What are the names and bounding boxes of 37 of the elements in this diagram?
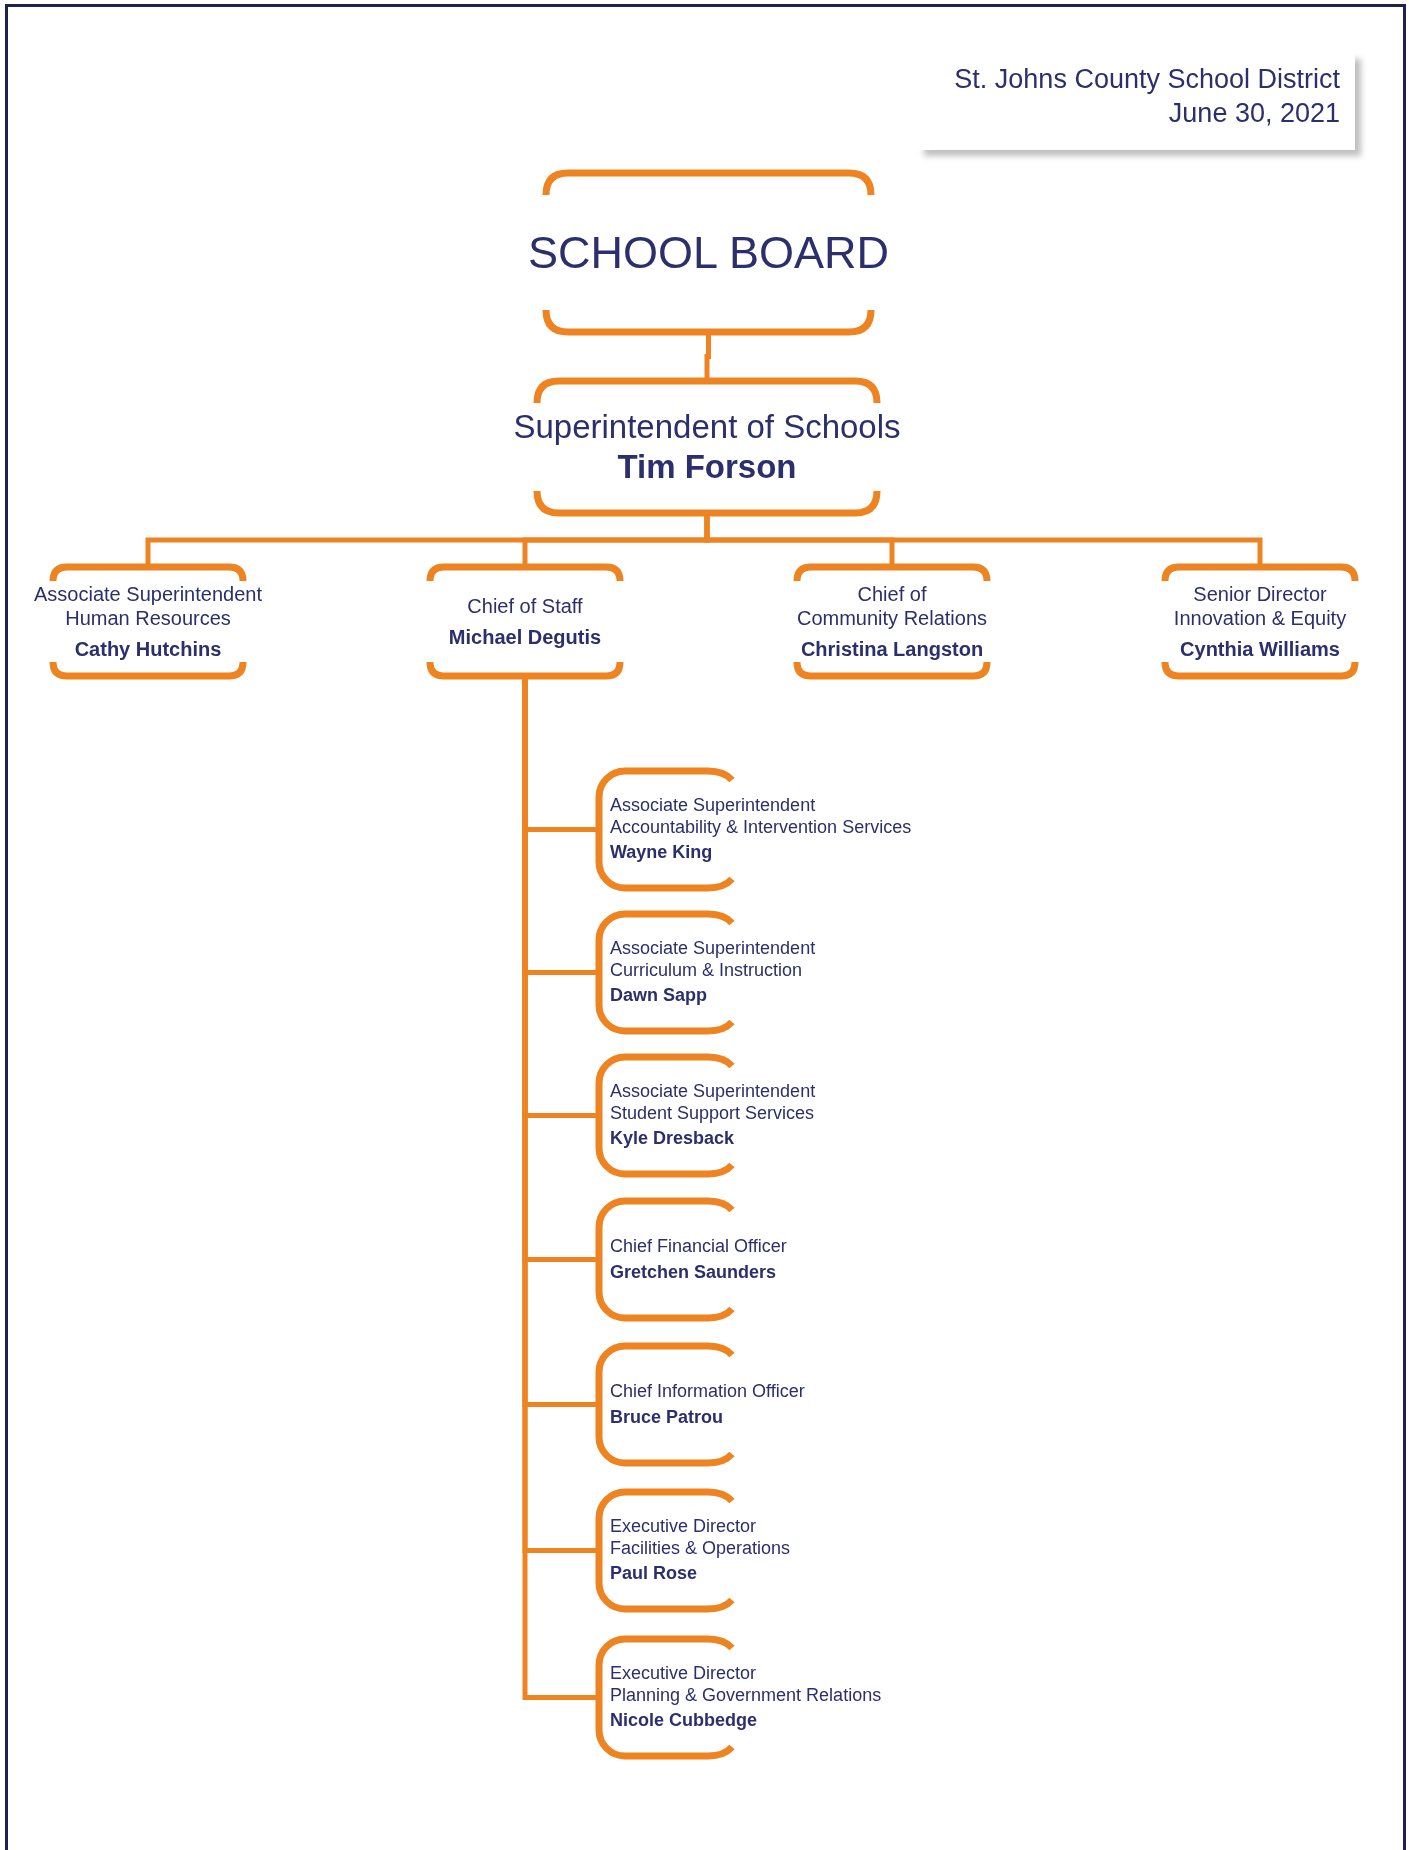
role-title: Community Relations — [796, 606, 988, 631]
person-name: Christina Langston — [800, 636, 984, 662]
person-name: Gretchen Saunders — [610, 1261, 777, 1284]
person-name: Kyle Dresback — [610, 1128, 735, 1151]
title: St. Johns County School District — [954, 63, 1340, 96]
person-name: Cynthia Williams — [1180, 636, 1340, 662]
role-title: Chief Information Officer — [610, 1380, 805, 1403]
person-name: Wayne King — [610, 842, 713, 865]
role-title: Associate Superintendent — [34, 581, 262, 607]
role-title: Superintendent of Schools — [513, 406, 901, 447]
role-title: Chief of — [857, 581, 927, 607]
role-title: Curriculum & Instruction — [610, 959, 803, 982]
role-title: Accountability & Intervention Services — [610, 816, 912, 839]
person-name: Nicole Cubbedge — [610, 1710, 757, 1733]
role-title: Executive Director — [610, 1515, 757, 1538]
connector-line — [704, 335, 711, 378]
role-title: Associate Superintendent — [610, 1080, 816, 1103]
role-title: Associate Superintendent — [610, 937, 816, 960]
person-name: Bruce Patrou — [610, 1406, 724, 1429]
person-name: Michael Degutis — [448, 624, 602, 649]
role-title: Planning & Government Relations — [610, 1684, 882, 1707]
person-name: Dawn Sapp — [610, 985, 707, 1008]
role-title: Human Resources — [65, 606, 231, 631]
person-name: Tim Forson — [617, 447, 797, 487]
person-name: Cathy Hutchins — [74, 636, 222, 662]
role-title: Chief of Staff — [467, 594, 583, 619]
role-title: Executive Director — [610, 1662, 757, 1685]
connector-line — [704, 516, 1263, 564]
role-title: Innovation & Equity — [1173, 606, 1347, 631]
board-title: SCHOOL BOARD — [528, 226, 889, 279]
role-title: Senior Director — [1193, 581, 1327, 607]
role-title: Associate Superintendent — [610, 794, 816, 817]
person-name: Paul Rose — [610, 1563, 698, 1586]
role-title: Student Support Services — [610, 1102, 815, 1125]
role-title: Facilities & Operations — [610, 1537, 791, 1560]
role-title: Chief Financial Officer — [610, 1235, 787, 1258]
date-label: June 30, 2021 — [1168, 97, 1340, 130]
